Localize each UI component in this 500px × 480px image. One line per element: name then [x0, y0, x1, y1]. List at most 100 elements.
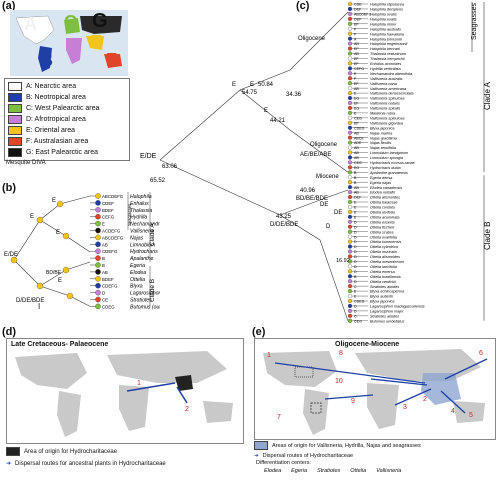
map-letter-c: C [64, 12, 77, 32]
tip-code: E [354, 112, 357, 116]
tip-marker [347, 26, 353, 31]
map-d-legend-row: ➜Dispersal routes for ancestral plants i… [6, 458, 166, 469]
node-age: 44.21 [270, 118, 286, 124]
node-label: E [52, 198, 56, 204]
tip-name: Elodea nuttallii [370, 191, 395, 195]
landmass [203, 401, 233, 423]
tip-code: EF [354, 62, 359, 66]
tip-name: Ottelia scabra [370, 230, 393, 234]
tip-name: Blyxa japonica [370, 126, 394, 130]
map-d-legend-origin: Area of origin for Hydrocharitaceae [24, 448, 118, 455]
legend-row: B: Neotropical area [8, 92, 126, 103]
tip-name: Ottelia ovalifolia [370, 235, 397, 239]
tip-name: Blyxa aubertii [370, 295, 393, 299]
tip-code: EG [354, 166, 359, 170]
map-d-legend-row: Area of origin for Hydrocharitaceae [6, 446, 117, 457]
tip-marker [347, 56, 353, 61]
tip-name: Nechamandra alternifolia [370, 72, 412, 76]
tip-code: D [354, 230, 357, 234]
backbone [239, 89, 349, 173]
tip-name: Lagarosiphon [130, 291, 160, 297]
clade-label: Clade A [483, 81, 492, 110]
afrotropical-region [66, 38, 82, 64]
node-label: E [232, 82, 236, 88]
tip-marker [95, 241, 101, 248]
legend-caption: Mesquite DIVA [6, 160, 46, 166]
tip-name: Hydrocharis dubia [370, 166, 401, 170]
tip-marker [95, 303, 101, 310]
tip-marker [95, 269, 101, 275]
tip-marker [95, 234, 101, 241]
tip-marker [347, 318, 353, 323]
route-label: 4 [451, 408, 455, 415]
tip-name: Ottelia verdickii [370, 280, 396, 284]
tip-marker [347, 209, 353, 214]
tip-code: CDEFG [102, 284, 118, 289]
tip-code: D [354, 260, 357, 264]
legend-row: A: Nearctic area [8, 81, 126, 92]
tip-marker [347, 308, 353, 313]
node-label: E [264, 108, 268, 114]
tip-code: DEF [354, 196, 362, 200]
tip-marker [347, 96, 353, 101]
tip-marker [95, 289, 101, 296]
map-letter-d: D [68, 38, 81, 58]
node-marker [10, 256, 18, 264]
tip-name: Ottelia emersa [370, 270, 395, 274]
tip-code: B [354, 176, 357, 180]
node-age: 54.75 [242, 90, 258, 96]
dispersal-route [126, 382, 176, 392]
center-hatch [310, 402, 322, 414]
tip-name: Ottelia alismoides [370, 196, 400, 200]
tip-name: Ottelia balansae [370, 201, 397, 205]
tip-name: Ottelia lancifolia [370, 265, 397, 269]
tip-code: E [102, 222, 105, 227]
tip-code: F [354, 77, 357, 81]
tip-marker [347, 46, 353, 51]
tip-name: Elodea canadensis [370, 186, 402, 190]
node-age: 16.92 [336, 258, 350, 264]
tip-code: DEF [354, 17, 362, 21]
tip-name: Najas gracillima [370, 136, 397, 140]
tip-name: Halophila hawaiiana [370, 32, 404, 36]
tip-name: Butomus umbellatus [370, 319, 405, 323]
tip-code: B [354, 181, 357, 185]
center-stratiotes: Stratiotes [317, 468, 341, 474]
node-label: BD/BE/BDE [296, 196, 328, 202]
tip-marker [347, 105, 353, 110]
route-label: 2 [423, 396, 427, 403]
node-label: E [58, 278, 62, 284]
tip-name: Ottelia ulvifolia [370, 211, 395, 215]
tip-code: D [354, 225, 357, 229]
tip-name: Ottelia alismoides [370, 255, 400, 259]
tip-code: EF [354, 57, 359, 61]
tip-marker [347, 244, 353, 249]
landmass [57, 391, 81, 437]
landmass [367, 383, 399, 429]
tip-marker [95, 262, 101, 268]
clade-label: Clade B [149, 279, 156, 302]
node-label: D/DE/BDE [16, 298, 44, 304]
panel-label-a: (a) [2, 0, 16, 12]
tip-code: CDEF [102, 201, 114, 206]
tip-name: Nechamandra [130, 222, 160, 228]
node-label: E [56, 230, 60, 236]
map-letter-b: B [40, 50, 53, 70]
tip-name: Butomus (outgroup) [130, 304, 160, 310]
tip-name: Apalanthe [129, 256, 153, 262]
tip-name: Blyxa japonica [370, 300, 394, 304]
tip-marker [95, 207, 101, 213]
tip-code: E [354, 206, 357, 210]
tip-marker [347, 199, 353, 205]
tip-code: B [354, 275, 357, 279]
west-palearctic-region [64, 18, 80, 34]
backbone [13, 195, 91, 261]
tip-marker [347, 259, 353, 264]
tip-code: BDEF [102, 208, 114, 213]
map-e-legend-row: ➜Dispersal routes of Hydrocharitaceae [254, 450, 353, 461]
node-marker [36, 282, 44, 290]
tip-marker [95, 200, 101, 206]
legend-label: B: Neotropical area [26, 94, 86, 101]
tip-marker [347, 249, 353, 254]
tip-name: Halophila [130, 194, 152, 200]
